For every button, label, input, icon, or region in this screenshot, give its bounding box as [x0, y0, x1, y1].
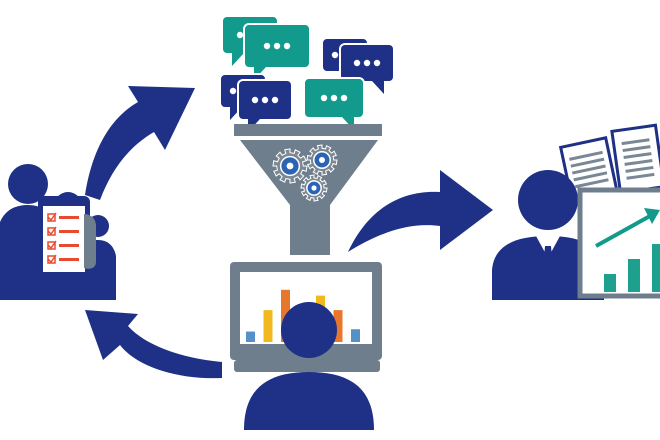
cycle-arrow-icon	[85, 86, 195, 200]
chart-bar	[263, 310, 273, 342]
analyst-body	[244, 372, 374, 430]
newspaper-front	[610, 123, 660, 195]
chart-bar	[333, 310, 343, 342]
chart-bar	[246, 331, 255, 342]
chat-bubble-icon	[243, 23, 311, 80]
monitor-base	[234, 360, 380, 372]
trend-arrow-icon	[595, 214, 651, 248]
arrow-left-to-customers	[85, 310, 222, 379]
checklist-item	[47, 240, 79, 250]
checklist-item	[47, 254, 79, 264]
hand-thumb	[84, 214, 96, 269]
cycle-arrow-icon	[348, 170, 493, 252]
survey-phone-icon	[38, 196, 96, 282]
gears-icon	[272, 144, 338, 202]
cycle-arrow-icon	[85, 310, 222, 379]
growth-report-icon	[577, 187, 660, 299]
business-person-icon	[492, 170, 604, 300]
person-head	[8, 164, 48, 204]
phone-screen	[43, 206, 85, 272]
person-head	[518, 170, 578, 230]
gear-icon	[272, 148, 308, 184]
checklist-icon	[47, 212, 79, 264]
chat-bubble-icon	[237, 79, 293, 132]
bar-chart-icon	[604, 244, 660, 292]
newspaper-lines	[569, 138, 655, 189]
report-board	[577, 187, 660, 299]
arrow-up-to-funnel	[85, 86, 195, 200]
chart-bar	[652, 244, 660, 292]
chat-bubbles-icon	[219, 15, 395, 132]
chat-bubble-icon	[339, 43, 395, 94]
analyst-head	[281, 302, 337, 358]
checklist-item	[47, 226, 79, 236]
gear-icon	[300, 174, 328, 202]
checklist-item	[47, 212, 79, 222]
arrow-right-to-business	[348, 170, 493, 252]
necktie	[542, 246, 554, 288]
funnel-rim	[234, 124, 382, 136]
chart-bar	[628, 259, 640, 292]
analyst-with-monitor-icon	[230, 262, 382, 430]
chart-bar	[604, 274, 616, 292]
gear-icon	[306, 144, 338, 176]
trend-arrow-head	[644, 208, 660, 224]
chat-bubble-icon	[303, 77, 365, 130]
chart-bar	[351, 329, 360, 342]
